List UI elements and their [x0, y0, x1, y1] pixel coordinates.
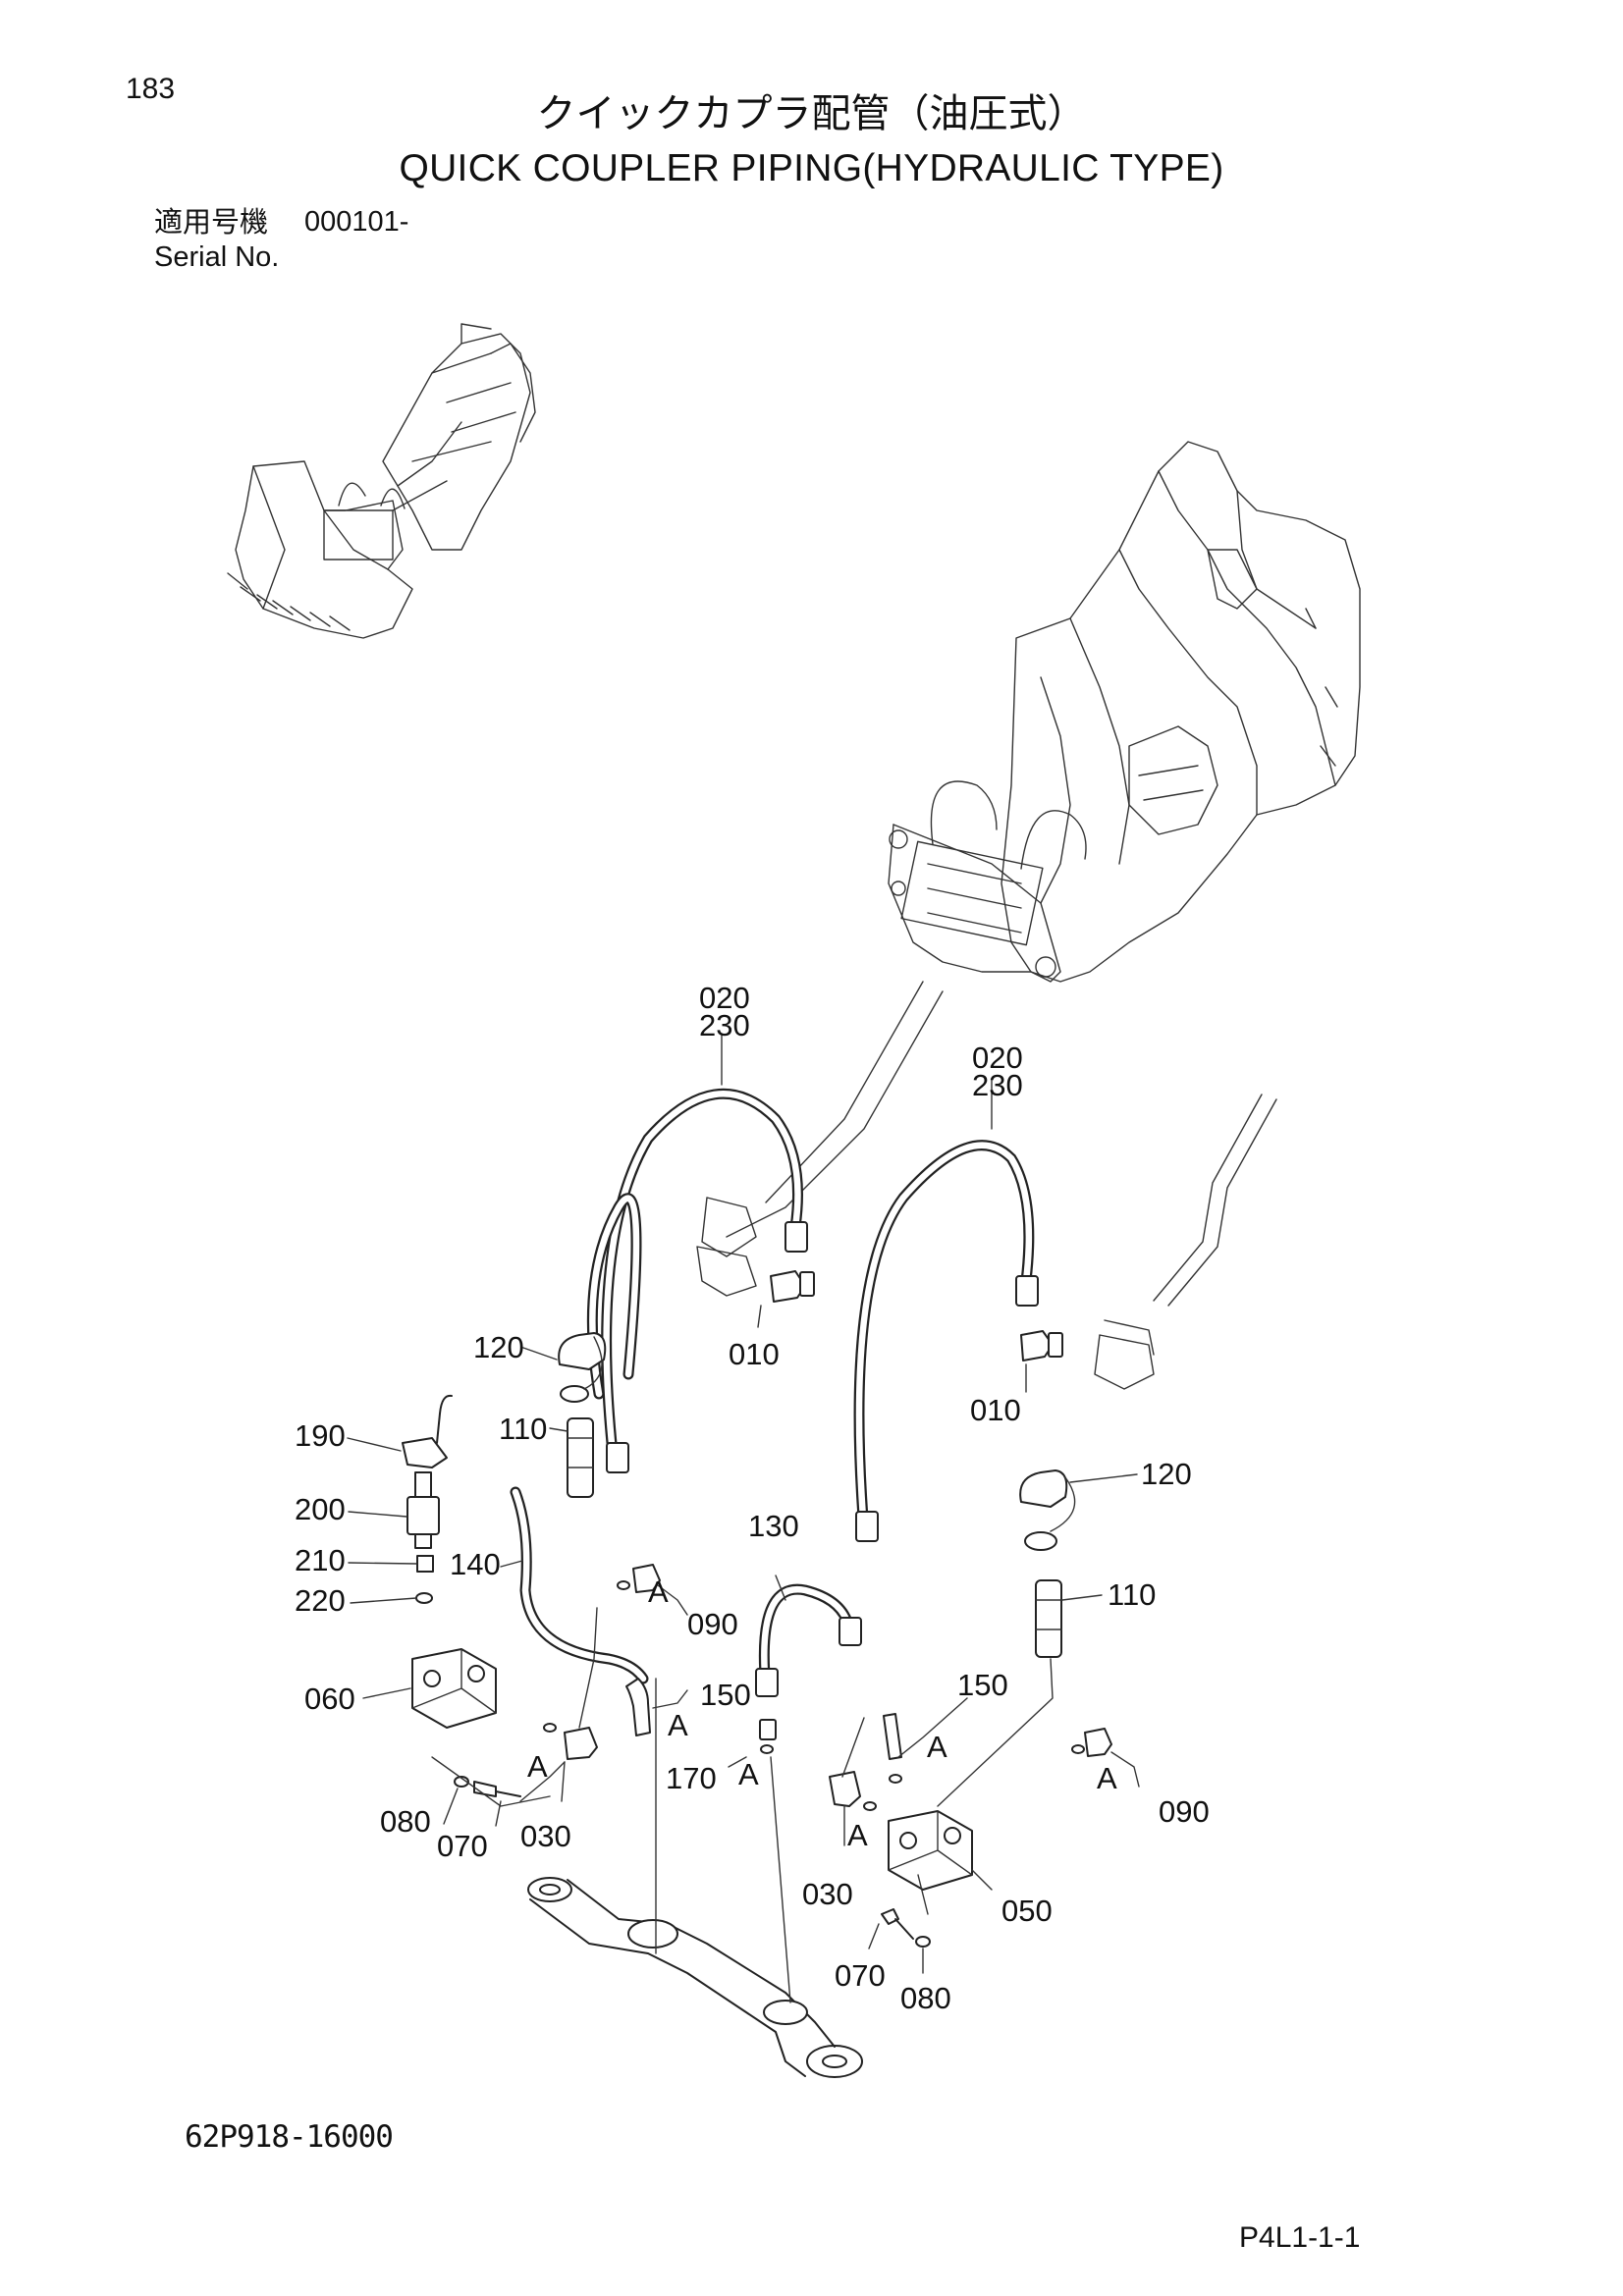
hose-assembly-left [586, 1088, 808, 1473]
elbow-150-left [625, 1678, 651, 1736]
serial-number-value: 000101- [304, 206, 409, 238]
callout-oring-220: 220 [295, 1583, 346, 1618]
callout-connector-090-left: 090 [687, 1607, 738, 1641]
callout-hose-right-code-2: 230 [972, 1068, 1023, 1102]
callout-bolt-080-left: 080 [380, 1804, 431, 1839]
callout-elbow-190: 190 [295, 1418, 346, 1453]
hose-130 [755, 1583, 862, 1697]
callout-cap-120-right: 120 [1141, 1457, 1192, 1491]
callout-coupler-110-left: 110 [499, 1412, 547, 1446]
block-050 [888, 1810, 973, 1891]
oring-220 [415, 1592, 433, 1604]
callout-adapter-010-right: 010 [970, 1393, 1021, 1427]
serial-label-english: Serial No. [154, 241, 280, 273]
elbow-150-right [883, 1713, 902, 1784]
drawing-number: 62P918-16000 [185, 2119, 394, 2155]
elbow-190 [402, 1394, 453, 1468]
detail-marker-a: A [648, 1575, 669, 1609]
callout-washer-070-left: 070 [437, 1829, 488, 1863]
page-title-english: QUICK COUPLER PIPING(HYDRAULIC TYPE) [399, 147, 1224, 189]
connector-090-right [1071, 1728, 1112, 1757]
sheet-number: P4L1-1-1 [1239, 2221, 1361, 2254]
callout-labels: 020 230 020 230 010 010 120 120 110 110 … [295, 981, 1210, 2015]
cap-120-right [1019, 1469, 1076, 1551]
detail-marker-a: A [927, 1730, 947, 1764]
callout-valve-200: 200 [295, 1492, 346, 1526]
callout-fitting-210: 210 [295, 1543, 346, 1577]
washer-070-left [473, 1781, 521, 1797]
detail-marker-a: A [847, 1818, 868, 1852]
callout-hose-right-code-1: 020 [972, 1041, 1023, 1075]
callout-washer-070-right: 070 [835, 1958, 886, 1993]
boom-coupler-illustration [888, 441, 1361, 983]
callout-hose-130: 130 [748, 1509, 799, 1543]
elbow-030-right [829, 1771, 877, 1811]
elbow-030-left [543, 1723, 598, 1760]
coupler-110-right [1035, 1579, 1062, 1658]
page-title-japanese: クイックカプラ配管（油圧式） [536, 91, 1087, 136]
block-060 [411, 1648, 497, 1729]
callout-elbow-150-left: 150 [700, 1678, 751, 1712]
callout-coupler-110-right: 110 [1108, 1577, 1156, 1612]
cap-120-left [558, 1332, 607, 1403]
adapter-010-right [1020, 1330, 1063, 1362]
callout-pipe-140: 140 [450, 1547, 501, 1581]
connector-090-left [617, 1564, 661, 1593]
fitting-210 [416, 1555, 434, 1573]
callout-cap-120-left: 120 [473, 1330, 524, 1364]
callout-block-050: 050 [1001, 1894, 1053, 1928]
callout-elbow-030-left: 030 [520, 1819, 571, 1853]
valve-200 [406, 1471, 440, 1549]
coupler-110-left [567, 1417, 594, 1498]
callout-elbow-150-right: 150 [957, 1668, 1008, 1702]
callout-adapter-010-left: 010 [729, 1337, 780, 1371]
callout-hose-left-code-1: 020 [699, 981, 750, 1015]
detail-marker-a: A [1097, 1761, 1117, 1795]
hose-assembly-right [853, 1140, 1039, 1542]
callout-hose-left-code-2: 230 [699, 1008, 750, 1042]
leader-lines [347, 1035, 1140, 2003]
nipple-170 [759, 1719, 777, 1754]
callout-block-060: 060 [304, 1682, 355, 1716]
callout-connector-090-right: 090 [1159, 1794, 1210, 1829]
callout-bolt-080-right: 080 [900, 1981, 951, 2015]
page-number: 183 [126, 73, 176, 105]
coupler-cylinder [527, 1877, 863, 2078]
detail-marker-a: A [738, 1757, 759, 1791]
overview-loader-illustration [227, 323, 536, 639]
callout-nipple-170: 170 [666, 1761, 717, 1795]
detail-marker-a: A [668, 1708, 688, 1742]
callout-elbow-030-right: 030 [802, 1877, 853, 1911]
detail-markers: A A A A A A A [527, 1575, 1117, 1852]
bolt-080-left [454, 1776, 469, 1788]
pipe-140 [510, 1486, 649, 1684]
detail-marker-a: A [527, 1749, 548, 1784]
adapter-010-left [770, 1270, 815, 1303]
bolt-080-right [915, 1936, 931, 1948]
serial-label-japanese: 適用号機 [154, 205, 269, 239]
washer-070-right [881, 1908, 914, 1940]
